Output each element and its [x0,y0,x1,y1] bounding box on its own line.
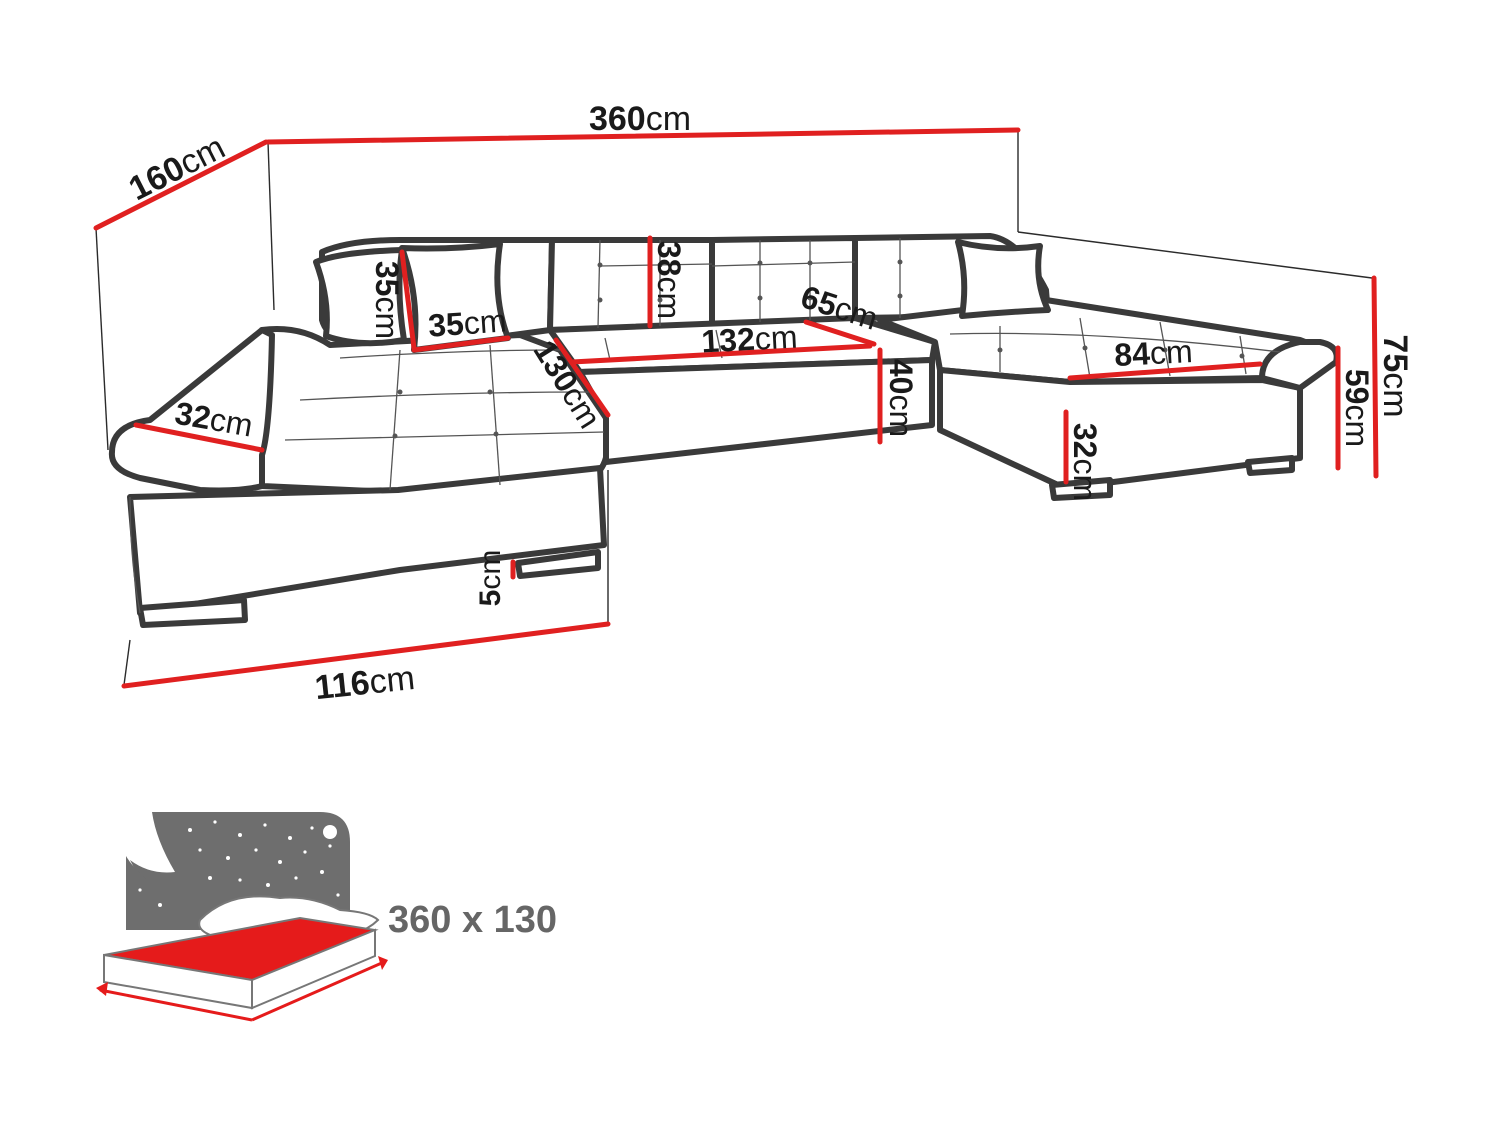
label-59: 59cm [1339,369,1375,447]
right-chaise-leg-2 [1245,455,1295,476]
label-38: 38cm [651,241,687,319]
sofa-outline [108,233,1340,628]
mattress-side-right [251,928,376,1010]
dim-line-65 [803,319,877,347]
label-40: 40cm [883,359,919,437]
dim-line-130 [553,337,611,418]
label-arm-32: 32cm [172,395,255,444]
label-pillow-width: 35cm [427,302,508,343]
right-pillow [955,239,1051,319]
moon-icon [323,825,337,839]
left-chaise-leg-back [515,549,601,579]
bed-icon: 360 x 130 [96,812,557,1022]
right-chaise-base [937,367,1303,488]
label-84: 84cm [1113,333,1193,373]
width-arrow [99,988,253,1022]
left-pillow-back [313,247,407,347]
stars [138,820,340,907]
label-116: 116cm [313,659,417,707]
dim-line-116 [121,621,611,689]
dim-line-pillow-height [399,249,417,351]
label-5: 5cm [474,550,507,607]
left-chaise-leg-front [137,597,248,628]
dim-line-75 [1371,275,1379,479]
dim-line-arm-32 [133,422,265,453]
sleeping-area-label: 360 x 130 [388,899,557,941]
left-armrest [108,327,275,494]
dimension-lines [93,127,1379,689]
label-160: 160cm [123,128,231,208]
label-base-32: 32cm [1067,423,1103,501]
dimension-labels: 360cm 160cm 35cm 35cm 38cm 32cm 130cm 13… [123,100,1414,707]
dim-line-360 [265,127,1021,145]
guide-lines [95,130,1373,686]
middle-front [577,357,935,465]
tuft-seams [129,238,1281,614]
right-chaise-leg-1 [1049,477,1113,501]
tufts [392,259,1245,439]
dim-line-160 [93,139,269,231]
dim-line-pillow-width [411,335,511,353]
label-pillow-height: 35cm [369,261,405,339]
dim-line-84 [1067,361,1263,381]
label-132: 132cm [701,319,799,360]
dim-line-132 [569,343,873,365]
label-75: 75cm [1376,334,1414,417]
label-360: 360cm [589,100,691,138]
